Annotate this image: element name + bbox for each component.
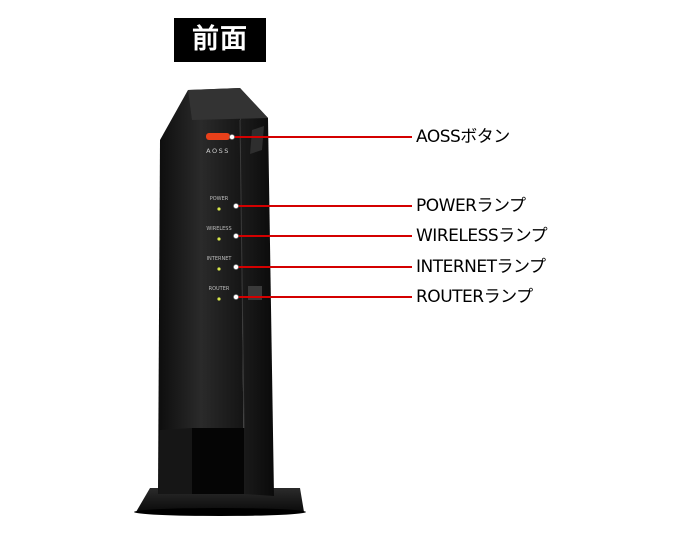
led-label-power: POWER xyxy=(210,196,229,202)
led-router: ROUTER xyxy=(209,286,230,301)
callout-dot-aoss xyxy=(229,134,235,140)
aoss-label: AOSS xyxy=(206,147,230,155)
led-wireless: WIRELESS xyxy=(206,226,232,241)
callout-dot-power xyxy=(233,203,239,209)
callout-label-power-lamp: POWERランプ xyxy=(416,196,526,216)
led-power: POWER xyxy=(210,196,229,211)
aoss-button[interactable] xyxy=(206,133,230,140)
callout-dot-router xyxy=(233,294,239,300)
callout-label-internet-lamp: INTERNETランプ xyxy=(416,257,546,277)
page-title: 前面 xyxy=(174,18,266,62)
led-label-internet: INTERNET xyxy=(207,256,233,262)
led-label-router: ROUTER xyxy=(209,286,230,292)
callout-label-router-lamp: ROUTERランプ xyxy=(416,287,533,307)
router-led-icon xyxy=(217,297,221,301)
internet-led-icon xyxy=(217,267,221,271)
router-body xyxy=(158,88,274,496)
power-led-icon xyxy=(217,207,221,211)
callout-dot-internet xyxy=(233,264,239,270)
callout-lines xyxy=(229,134,412,300)
callout-dot-wireless xyxy=(233,233,239,239)
callout-label-aoss-button: AOSSボタン xyxy=(416,127,510,147)
led-label-wireless: WIRELESS xyxy=(206,226,231,232)
led-internet: INTERNET xyxy=(207,256,233,271)
wireless-led-icon xyxy=(217,237,221,241)
callout-label-wireless-lamp: WIRELESSランプ xyxy=(416,226,548,246)
